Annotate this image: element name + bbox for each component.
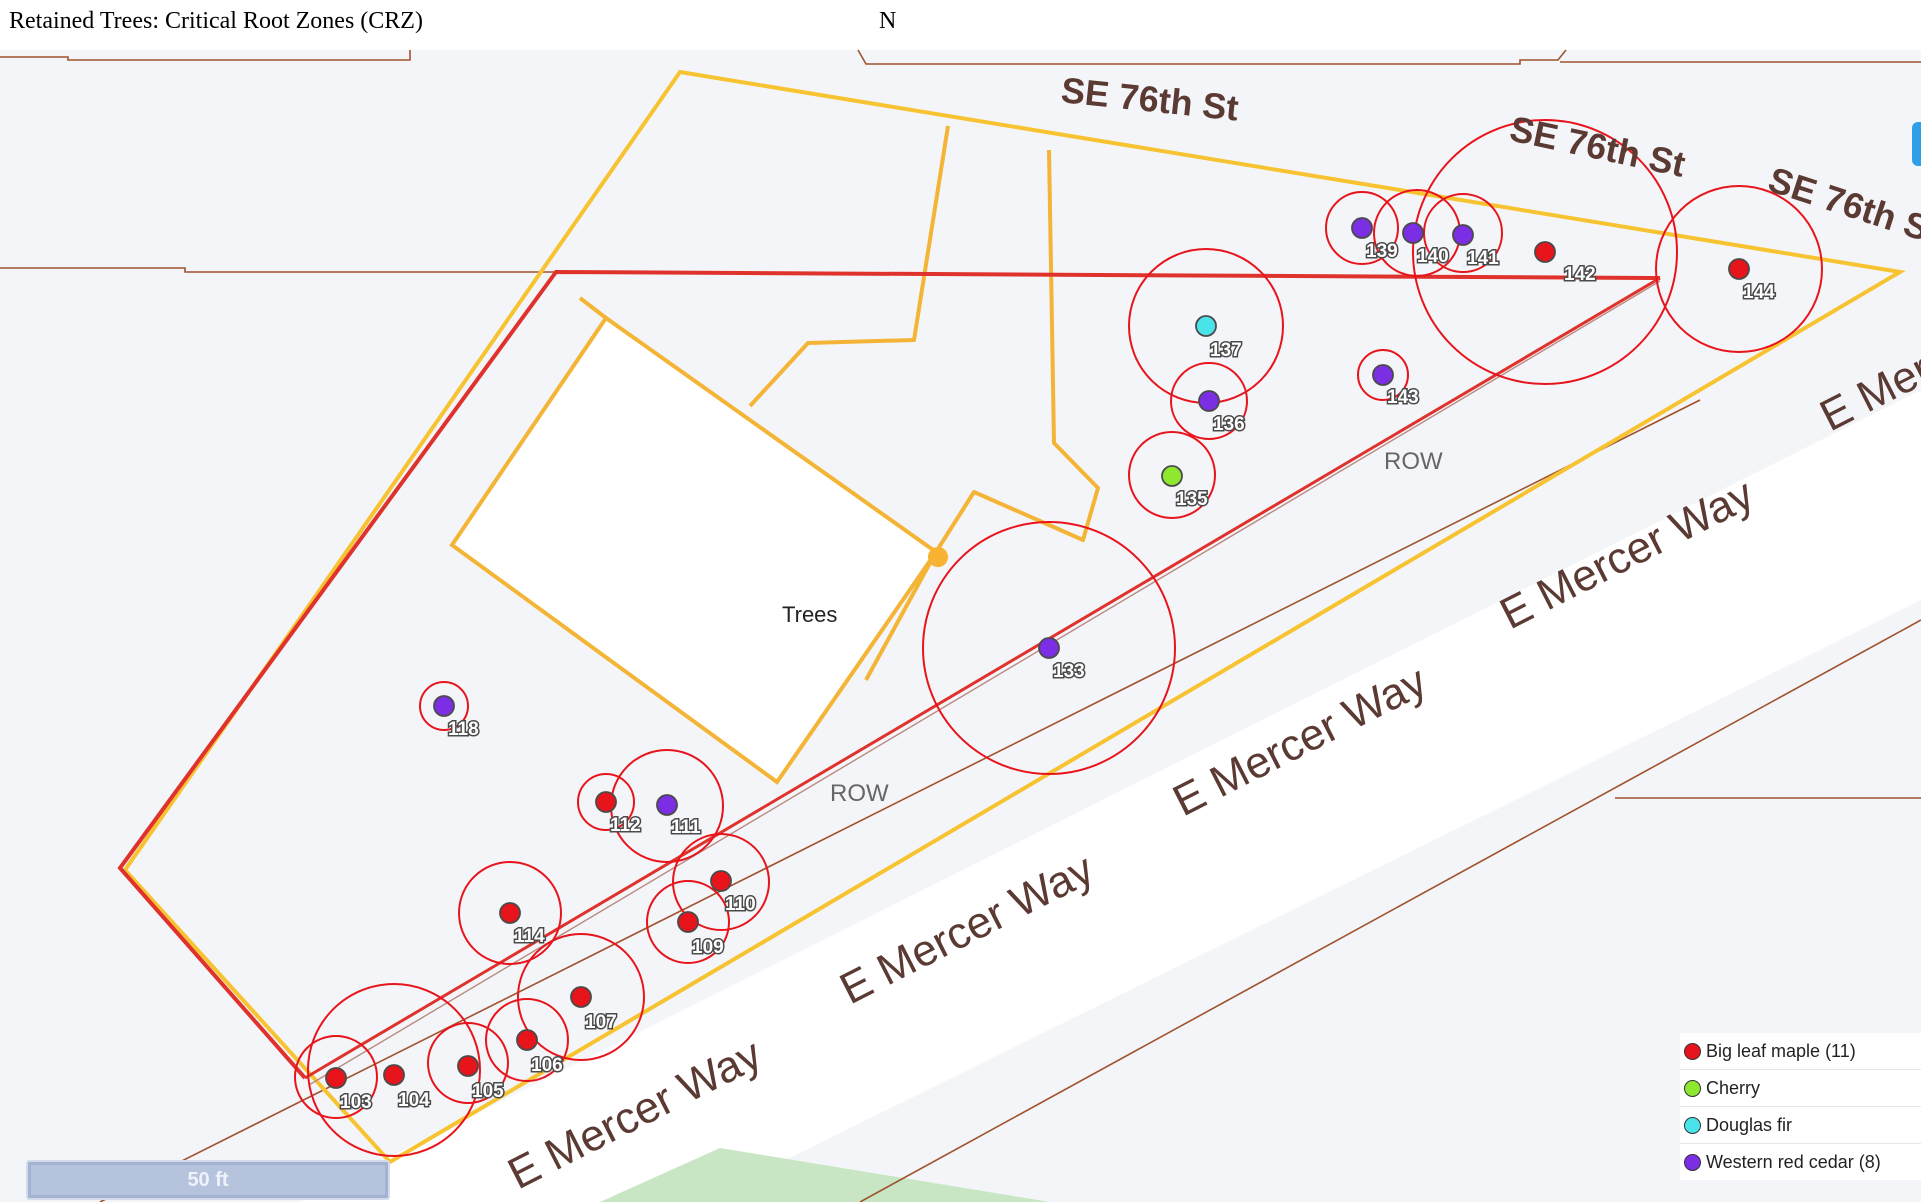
- tree-label-104: 104: [398, 1090, 430, 1111]
- tree-label-105: 105: [472, 1081, 504, 1102]
- tree-point-141: [1452, 224, 1474, 246]
- panel-toggle-tab[interactable]: [1912, 122, 1921, 166]
- scale-bar-label: 50 ft: [187, 1168, 229, 1191]
- tree-label-103: 103: [340, 1092, 372, 1113]
- fir-swatch-icon: [1684, 1116, 1701, 1134]
- tree-label-109: 109: [692, 937, 724, 958]
- tree-point-103: [325, 1067, 347, 1089]
- legend-item-cherry[interactable]: Cherry: [1680, 1070, 1921, 1107]
- north-arrow-label: N: [879, 8, 897, 34]
- tree-point-142: [1534, 241, 1556, 263]
- tree-point-104: [383, 1064, 405, 1086]
- crz-circle-103: [294, 1035, 378, 1119]
- tree-point-144: [1728, 258, 1750, 280]
- trail-junction-dot[interactable]: [928, 547, 948, 567]
- crz-circle-139: [1325, 191, 1399, 265]
- legend-label: Western red cedar (8): [1706, 1151, 1881, 1172]
- tree-label-142: 142: [1564, 264, 1596, 285]
- tree-point-133: [1038, 637, 1060, 659]
- tree-point-107: [570, 986, 592, 1008]
- tree-label-118: 118: [448, 719, 479, 740]
- page-title: Retained Trees: Critical Root Zones (CRZ…: [9, 8, 423, 34]
- tree-point-143: [1372, 364, 1394, 386]
- crz-circle-135: [1128, 431, 1216, 519]
- tree-label-111: 111: [671, 817, 701, 838]
- crz-circle-110: [672, 833, 770, 931]
- crz-circle-136: [1170, 362, 1248, 440]
- parcel-lines: [0, 49, 1921, 1202]
- tree-label-136: 136: [1213, 414, 1245, 435]
- tree-point-140: [1402, 222, 1424, 244]
- tree-labels: 103 104 105 106 107 109 110 111 112 114 …: [339, 240, 1777, 1115]
- row-label-1: ROW: [830, 780, 889, 807]
- tree-area-tail: [578, 296, 608, 320]
- tree-points[interactable]: [325, 217, 1750, 1089]
- crz-circle-141: [1423, 193, 1503, 273]
- tree-point-110: [710, 870, 732, 892]
- tree-label-143: 143: [1387, 387, 1419, 408]
- tree-label-135: 135: [1176, 489, 1208, 510]
- maple-swatch-icon: [1684, 1042, 1701, 1060]
- tree-label-106: 106: [531, 1055, 563, 1076]
- tree-label-141: 141: [1467, 248, 1499, 269]
- tree-point-106: [516, 1029, 538, 1051]
- trees-area-label: Trees: [782, 602, 837, 627]
- tree-point-111: [656, 794, 678, 816]
- crz-circle-144: [1655, 185, 1823, 353]
- tree-label-137: 137: [1210, 340, 1242, 361]
- tree-label-114: 114: [514, 926, 545, 947]
- crz-circle-109: [646, 880, 730, 964]
- tree-label-107: 107: [585, 1012, 617, 1033]
- crz-circle-105: [427, 1022, 509, 1104]
- legend-label: Big leaf maple (11): [1706, 1040, 1856, 1061]
- crz-circle-118: [419, 681, 469, 731]
- tree-label-110: 110: [725, 894, 756, 915]
- tree-point-136: [1198, 390, 1220, 412]
- row-label-2: ROW: [1384, 448, 1443, 475]
- scale-bar: 50 ft: [26, 1160, 390, 1200]
- tree-point-137: [1195, 315, 1217, 337]
- tree-label-139: 139: [1366, 241, 1398, 262]
- tree-point-135: [1161, 465, 1183, 487]
- legend-item-douglas-fir[interactable]: Douglas fir: [1680, 1107, 1921, 1144]
- map-legend: Big leaf maple (11) Cherry Douglas fir W…: [1680, 1033, 1921, 1180]
- tree-label-140: 140: [1417, 246, 1449, 267]
- road-band: [300, 390, 1921, 1202]
- crz-circle-114: [458, 861, 562, 965]
- tree-point-118: [433, 695, 455, 717]
- crz-circle-104: [307, 983, 481, 1157]
- tree-point-139: [1351, 217, 1373, 239]
- cedar-swatch-icon: [1684, 1153, 1701, 1171]
- crz-circle-143: [1357, 349, 1409, 401]
- legend-label: Douglas fir: [1706, 1114, 1793, 1135]
- crz-circle-112: [577, 773, 635, 831]
- legend-item-western-red-cedar[interactable]: Western red cedar (8): [1680, 1144, 1921, 1180]
- cherry-swatch-icon: [1684, 1079, 1701, 1097]
- tree-label-133: 133: [1053, 661, 1085, 682]
- study-boundary: [122, 69, 1906, 1165]
- crz-circle-107: [517, 933, 645, 1061]
- row-line: [117, 269, 1661, 1086]
- tree-point-114: [499, 902, 521, 924]
- tree-point-109: [677, 911, 699, 933]
- tree-point-105: [457, 1055, 479, 1077]
- tree-point-112: [595, 791, 617, 813]
- crz-circle-133: [922, 521, 1176, 775]
- crz-circle-106: [485, 998, 569, 1082]
- tree-label-144: 144: [1743, 282, 1775, 303]
- legend-label: Cherry: [1706, 1077, 1761, 1098]
- tree-label-112: 112: [610, 815, 641, 836]
- park-area: [600, 1148, 1050, 1202]
- crz-circle-142: [1412, 119, 1678, 385]
- legend-item-big-leaf-maple[interactable]: Big leaf maple (11): [1680, 1033, 1921, 1070]
